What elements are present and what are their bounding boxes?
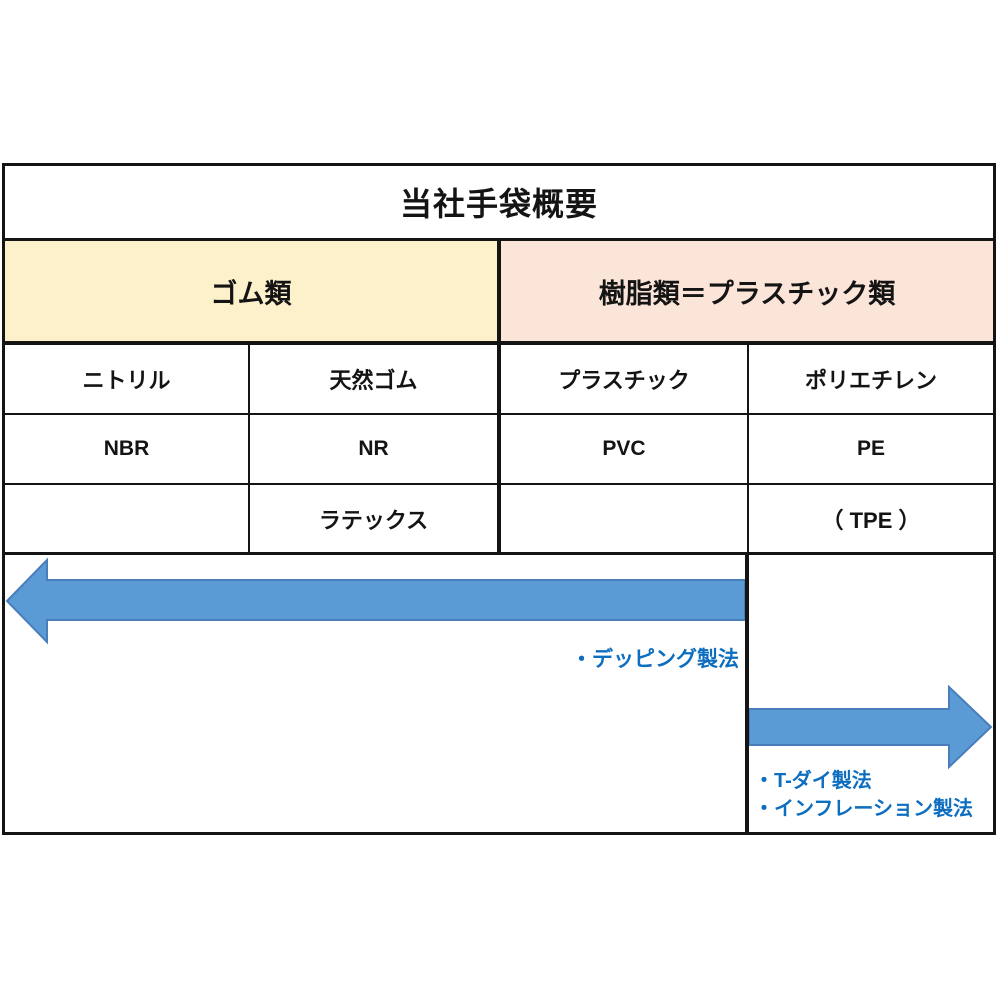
code-pvc: PVC bbox=[501, 415, 749, 485]
extra-empty-nitrile bbox=[5, 485, 250, 555]
left-arrow-icon bbox=[5, 557, 745, 645]
material-plastic: プラスチック bbox=[501, 345, 749, 415]
dipping-method-label: ・デッピング製法 bbox=[571, 648, 739, 671]
extra-tpe: （ TPE ） bbox=[749, 485, 993, 555]
t-die-method-label: ・T-ダイ製法 bbox=[754, 770, 872, 792]
code-pe: PE bbox=[749, 415, 993, 485]
category-header-plastic: 樹脂類＝プラスチック類 bbox=[501, 241, 993, 345]
page-title: 当社手袋概要 bbox=[5, 166, 993, 241]
plastic-process-area: ・T-ダイ製法 ・インフレーション製法 bbox=[749, 555, 993, 832]
code-nbr: NBR bbox=[5, 415, 250, 485]
extrusion-method-labels: ・T-ダイ製法 ・インフレーション製法 bbox=[754, 767, 973, 823]
material-nitrile: ニトリル bbox=[5, 345, 250, 415]
code-nr: NR bbox=[250, 415, 501, 485]
inflation-method-label: ・インフレーション製法 bbox=[754, 798, 973, 820]
extra-latex: ラテックス bbox=[250, 485, 501, 555]
right-arrow-icon bbox=[749, 684, 993, 770]
material-polyethylene: ポリエチレン bbox=[749, 345, 993, 415]
category-header-rubber: ゴム類 bbox=[5, 241, 501, 345]
extra-empty-plastic bbox=[501, 485, 749, 555]
glove-classification-table: 当社手袋概要 ゴム類 樹脂類＝プラスチック類 ニトリル 天然ゴム プラスチック … bbox=[2, 163, 996, 835]
rubber-process-area: ・デッピング製法 bbox=[5, 555, 749, 832]
material-natural-rubber: 天然ゴム bbox=[250, 345, 501, 415]
